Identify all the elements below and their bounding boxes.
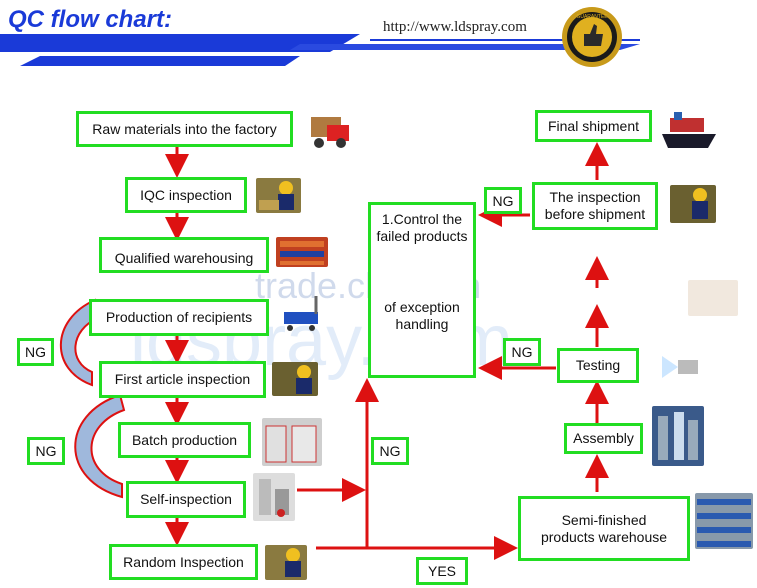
spray-nozzle-icon	[658, 350, 702, 384]
packing-boxes-icon	[688, 280, 738, 316]
step-first-article-inspection: First article inspection	[99, 361, 266, 398]
site-url-link[interactable]: http://www.ldspray.com	[383, 19, 527, 35]
warehouse-shelves-icon	[695, 493, 753, 549]
step-random-inspection: Random Inspection	[109, 544, 258, 580]
assembly-line-icon	[652, 406, 704, 466]
svg-text:GUARANTEE: GUARANTEE	[576, 14, 608, 20]
random-inspection-worker-photo-icon	[265, 545, 307, 580]
ng-tag-batch: NG	[27, 437, 65, 465]
step-testing: Testing	[557, 348, 639, 383]
guarantee-seal-icon: GUARANTEE	[562, 7, 622, 67]
control-failed-products-box: 1.Control the failed products of excepti…	[368, 202, 476, 378]
truck-icon	[305, 111, 355, 151]
step-final-shipment: Final shipment	[535, 110, 652, 142]
self-inspection-photo-icon	[253, 473, 295, 521]
page-title: QC flow chart:	[8, 6, 173, 33]
step-inspection-before-shipment: The inspection before shipment	[532, 182, 658, 230]
step-assembly: Assembly	[564, 423, 643, 454]
ng-return-curves	[59, 298, 126, 499]
header-bar: QC flow chart: http://www.ldspray.com GU…	[0, 0, 757, 72]
warehouse-rack-icon	[276, 237, 328, 267]
control-bottom-text: of exception handling	[384, 299, 460, 332]
step-raw-materials: Raw materials into the factory	[76, 111, 293, 147]
step-self-inspection: Self-inspection	[126, 481, 246, 518]
step-qualified-warehousing: Qualified warehousing	[99, 237, 269, 273]
yes-tag: YES	[416, 557, 468, 585]
iqc-worker-photo-icon	[256, 178, 301, 213]
step-iqc-inspection: IQC inspection	[125, 177, 247, 213]
ng-tag-center: NG	[371, 437, 409, 465]
first-article-worker-photo-icon	[272, 362, 318, 396]
step-batch-production: Batch production	[118, 422, 251, 458]
ng-tag-testing: NG	[503, 338, 541, 366]
step-semi-finished-warehouse: Semi-finished products warehouse	[518, 496, 690, 561]
ng-tag-first-article: NG	[17, 338, 54, 366]
trolley-icon	[278, 292, 324, 334]
step-production-of-recipients: Production of recipients	[89, 299, 269, 336]
cargo-ship-icon	[660, 108, 718, 154]
header-stripes	[0, 34, 640, 66]
control-top-text: 1.Control the failed products	[376, 211, 468, 244]
production-machine-icon	[262, 418, 322, 466]
ng-tag-pre-shipment: NG	[484, 187, 522, 214]
pre-shipment-worker-photo-icon	[670, 185, 716, 223]
